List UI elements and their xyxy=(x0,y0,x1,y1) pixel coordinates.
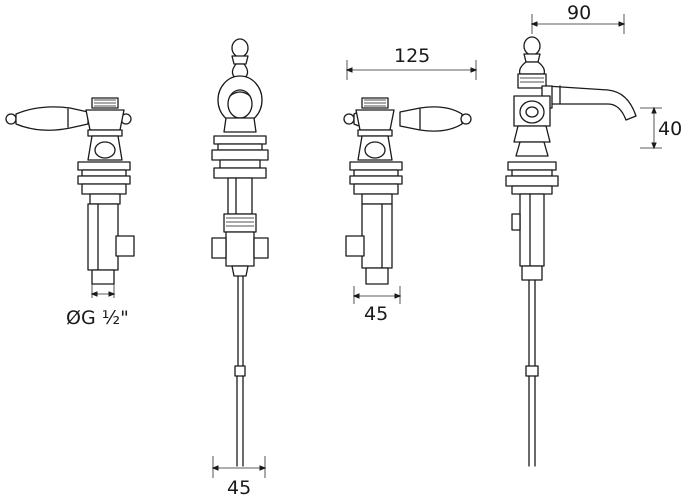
spout-reach-label: 90 xyxy=(567,2,591,24)
valve-handle-ring xyxy=(217,75,263,133)
valve-width-label: 45 xyxy=(364,303,388,325)
valve-front-view-2: 125 xyxy=(343,45,478,325)
valve-side-view: 45 xyxy=(211,38,269,499)
thread-dimension xyxy=(90,284,116,298)
tail-dimension xyxy=(211,456,267,478)
lever-handle xyxy=(5,106,132,131)
lever-span-label: 125 xyxy=(394,45,430,67)
spout-arm xyxy=(541,85,637,121)
flexible-tail xyxy=(234,275,246,467)
spout-cap xyxy=(517,36,547,89)
spout-reach-dimension xyxy=(530,14,626,34)
spout-flange xyxy=(505,161,559,195)
valve-body xyxy=(87,193,135,285)
tail-spacing-label: 45 xyxy=(227,477,251,499)
spout-side-view: 90 xyxy=(505,2,682,467)
lever-span-dimension xyxy=(345,60,478,80)
valve-body-2 xyxy=(345,193,393,285)
spout-shank xyxy=(511,193,545,281)
valve-cap xyxy=(231,38,249,81)
thread-size-label: ØG ½" xyxy=(66,307,129,329)
valve-head xyxy=(77,97,131,195)
valve-head-2 xyxy=(349,97,403,195)
spout-height-label: 40 xyxy=(658,118,682,140)
spout-valve-body xyxy=(513,95,551,157)
valve-front-view: ØG ½" xyxy=(5,97,135,329)
valve-width-dimension xyxy=(352,286,402,304)
valve-flange xyxy=(211,135,269,179)
valve-shank xyxy=(211,177,269,277)
spout-tail xyxy=(525,279,539,467)
spout-height-dimension xyxy=(640,106,662,150)
